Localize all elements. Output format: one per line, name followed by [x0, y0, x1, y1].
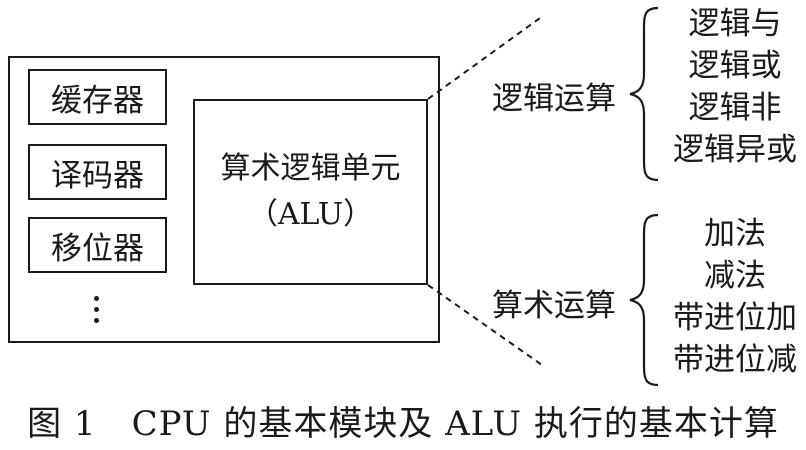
- alu-title: 算术逻辑单元: [220, 151, 401, 186]
- arithmetic-ops-label: 算术运算: [492, 288, 616, 324]
- logic-or: 逻辑或: [688, 48, 782, 84]
- dashed-connector-top: [427, 17, 541, 100]
- more-components-ellipsis: [94, 296, 100, 326]
- logic-brace: [629, 6, 659, 182]
- add-op: 加法: [704, 216, 766, 252]
- dashed-connector-bottom: [427, 284, 543, 366]
- logic-not: 逻辑非: [688, 90, 782, 126]
- logic-and: 逻辑与: [688, 6, 782, 42]
- alu-abbrev: （ALU）: [247, 197, 374, 232]
- decoder-box: 译码器: [28, 144, 167, 200]
- figure-caption: 图 1 CPU 的基本模块及 ALU 执行的基本计算: [27, 404, 779, 444]
- logic-ops-label: 逻辑运算: [492, 81, 616, 117]
- ellipsis-dot: [94, 296, 99, 301]
- arithmetic-ops-list: 加法 减法 带进位加 带进位减: [660, 213, 806, 381]
- cache-label: 缓存器: [51, 82, 144, 119]
- logic-xor: 逻辑异或: [673, 132, 797, 168]
- cache-box: 缓存器: [28, 69, 167, 125]
- shifter-box: 移位器: [28, 217, 167, 273]
- subtract-with-borrow-op: 带进位减: [673, 342, 797, 378]
- shifter-label: 移位器: [51, 230, 144, 267]
- arithmetic-brace: [629, 213, 659, 387]
- ellipsis-dot: [94, 318, 99, 323]
- subtract-op: 减法: [704, 258, 766, 294]
- add-with-carry-op: 带进位加: [673, 300, 797, 336]
- logic-ops-list: 逻辑与 逻辑或 逻辑非 逻辑异或: [660, 3, 806, 171]
- decoder-label: 译码器: [51, 157, 144, 194]
- ellipsis-dot: [94, 307, 99, 312]
- alu-box: 算术逻辑单元 （ALU）: [193, 99, 428, 285]
